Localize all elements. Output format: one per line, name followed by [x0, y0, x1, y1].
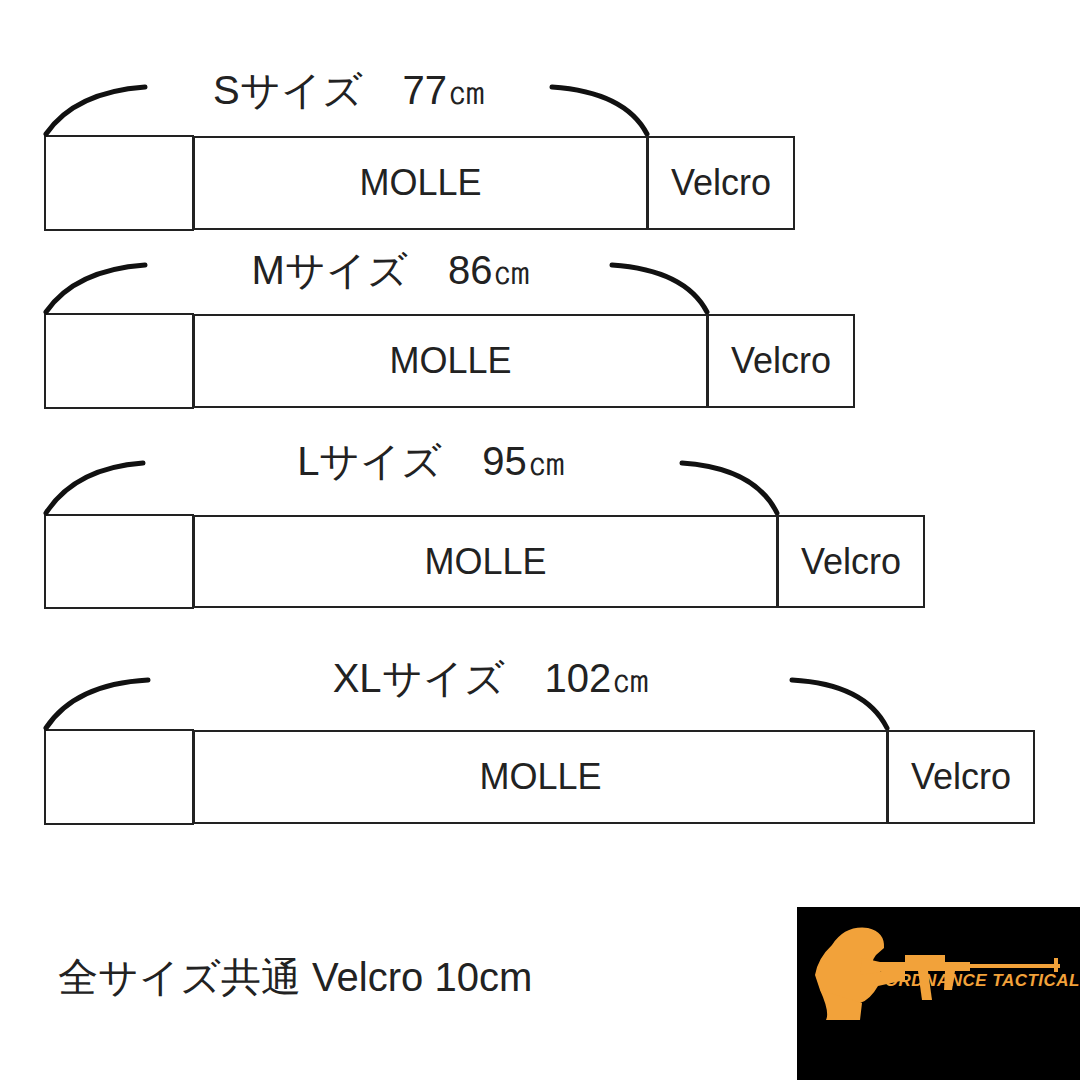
- blank-end: [45, 136, 193, 230]
- bracket: [46, 680, 148, 728]
- brand-logo-box: ORDNANCE TACTICAL: [797, 907, 1080, 1080]
- bracket: [682, 463, 777, 513]
- blank-end-boxes: [45, 136, 193, 824]
- molle-section: MOLLE: [193, 314, 708, 408]
- section-label: MOLLE: [389, 340, 511, 382]
- section-label: Velcro: [671, 162, 771, 204]
- size-brackets: [46, 87, 887, 728]
- size-label: Lサイズ 95㎝: [297, 441, 567, 481]
- brand-logo: [797, 907, 1080, 1080]
- molle-section: MOLLE: [193, 730, 888, 824]
- section-label: Velcro: [911, 756, 1011, 798]
- bracket: [46, 463, 143, 513]
- common-note: 全サイズ共通 Velcro 10cm: [58, 957, 532, 997]
- blank-end: [45, 314, 193, 408]
- brand-name: ORDNANCE TACTICAL: [885, 971, 1080, 991]
- logo-ground: [797, 907, 1080, 1080]
- size-label: Sサイズ 77㎝: [213, 70, 487, 110]
- molle-section: MOLLE: [193, 136, 648, 230]
- molle-section: MOLLE: [193, 515, 778, 608]
- blank-end: [45, 515, 193, 608]
- bracket: [46, 87, 145, 134]
- velcro-section: Velcro: [707, 314, 855, 408]
- section-label: MOLLE: [479, 756, 601, 798]
- bracket: [612, 265, 707, 312]
- blank-end: [45, 730, 193, 824]
- velcro-section: Velcro: [647, 136, 795, 230]
- section-label: Velcro: [731, 340, 831, 382]
- velcro-section: Velcro: [777, 515, 925, 608]
- velcro-section: Velcro: [887, 730, 1035, 824]
- bracket: [46, 265, 145, 312]
- section-label: Velcro: [801, 541, 901, 583]
- bracket: [792, 680, 887, 728]
- section-label: MOLLE: [424, 541, 546, 583]
- bracket: [552, 87, 647, 134]
- section-label: MOLLE: [359, 162, 481, 204]
- size-label: XLサイズ 102㎝: [333, 658, 652, 698]
- size-label: Mサイズ 86㎝: [252, 250, 533, 290]
